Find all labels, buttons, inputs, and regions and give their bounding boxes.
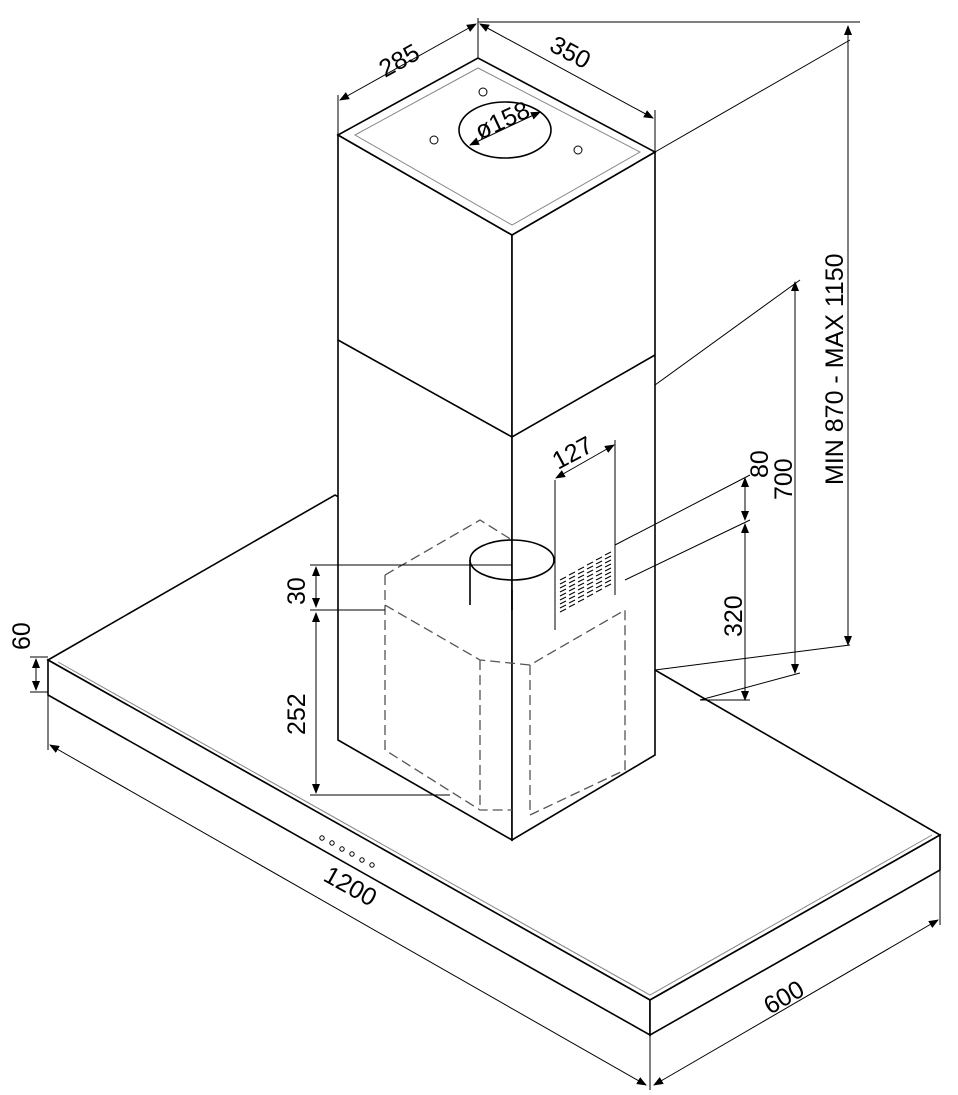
grille-slot (604, 563, 612, 568)
chimney (336, 57, 657, 842)
grille-slot (595, 572, 603, 577)
grille-slot (577, 590, 585, 595)
grille-slot (559, 588, 567, 593)
grille-slot (568, 603, 576, 608)
grille-slot (577, 598, 585, 603)
dim-80: 80 (746, 450, 774, 478)
dim-700: 700 (770, 458, 798, 500)
grille-slot (595, 568, 603, 573)
grille-slot (586, 569, 594, 574)
grille-slot (586, 573, 594, 578)
grille-slot (586, 577, 594, 582)
grille-slot (604, 555, 612, 560)
grille-slot (577, 582, 585, 587)
grille-slot (559, 600, 567, 605)
dim-height-range: MIN 870 - MAX 1150 (821, 253, 849, 485)
grille-slot (559, 608, 567, 613)
grille-slot (604, 579, 612, 584)
grille-slot (595, 560, 603, 565)
grille-slot (595, 556, 603, 561)
grille-slot (586, 585, 594, 590)
grille-slot (604, 567, 612, 572)
dim-30: 30 (283, 577, 311, 605)
dim-252: 252 (283, 693, 311, 735)
grille-slot (604, 551, 612, 556)
grille-slot (604, 571, 612, 576)
grille-slot (568, 587, 576, 592)
grille-slot (595, 584, 603, 589)
dim-350: 350 (545, 31, 595, 75)
grille-slot (559, 584, 567, 589)
dim-600: 600 (759, 975, 809, 1020)
grille-slot (586, 593, 594, 598)
grille-slot (595, 588, 603, 593)
grille-slot (586, 565, 594, 570)
grille-slot (586, 589, 594, 594)
grille-slot (604, 575, 612, 580)
grille-slot (568, 583, 576, 588)
grille-slot (604, 559, 612, 564)
grille-slot (577, 594, 585, 599)
grille-slot (595, 580, 603, 585)
vent-grille (554, 545, 616, 630)
grille-slot (577, 566, 585, 571)
grille-slot (577, 574, 585, 579)
grille-slot (586, 561, 594, 566)
grille-slot (577, 570, 585, 575)
dimension-lines (30, 18, 941, 1090)
grille-slot (595, 564, 603, 569)
grille-slot (568, 591, 576, 596)
grille-slot (559, 604, 567, 609)
grille-slot (568, 575, 576, 580)
dim-60: 60 (8, 622, 36, 650)
grille-slot (568, 579, 576, 584)
grille-slot (568, 571, 576, 576)
grille-slot (568, 595, 576, 600)
grille-slot (577, 586, 585, 591)
grille-slot (595, 576, 603, 581)
grille-slot (604, 583, 612, 588)
dim-320: 320 (720, 595, 748, 637)
grille-slot (577, 578, 585, 583)
grille-slot (559, 580, 567, 585)
grille-slot (586, 581, 594, 586)
grille-slot (559, 576, 567, 581)
grille-slot (559, 592, 567, 597)
grille-slot (559, 596, 567, 601)
grille-slot (568, 599, 576, 604)
